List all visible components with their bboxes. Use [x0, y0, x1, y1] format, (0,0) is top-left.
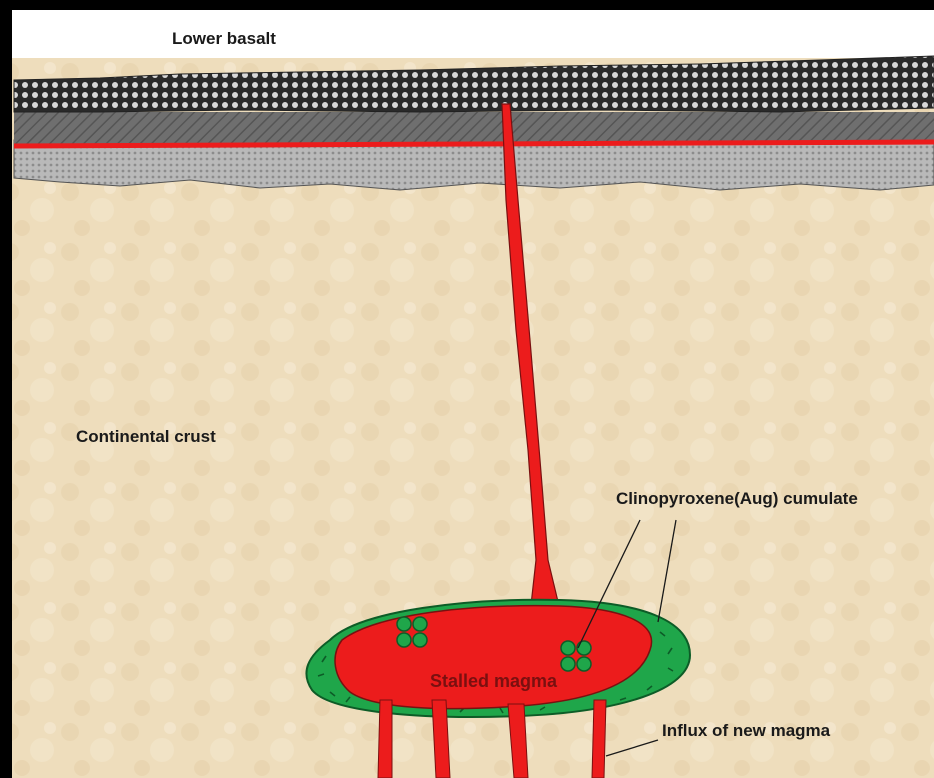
basalt-layer-hatched: [14, 112, 934, 144]
label-cumulate: Clinopyroxene(Aug) cumulate: [616, 490, 858, 507]
header-strip: [12, 10, 934, 58]
label-influx: Influx of new magma: [662, 722, 830, 739]
influx-dike-1: [378, 700, 392, 778]
influx-dike-4: [592, 700, 606, 778]
label-stalled-magma: Stalled magma: [430, 672, 557, 690]
label-continental-crust: Continental crust: [76, 428, 216, 445]
label-lower-basalt: Lower basalt: [172, 30, 276, 47]
